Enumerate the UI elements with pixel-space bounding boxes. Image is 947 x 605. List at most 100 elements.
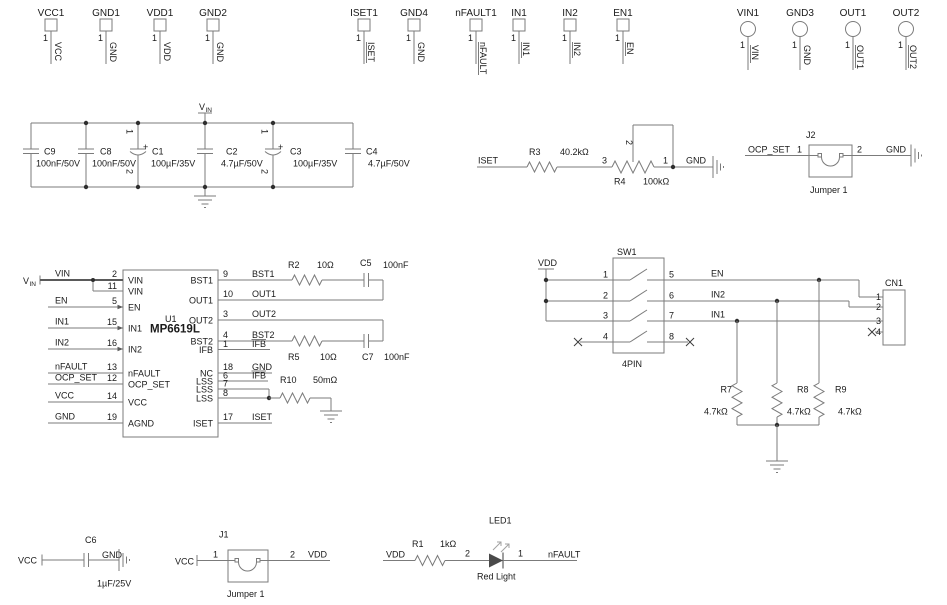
jumper-j2: J2 OCP_SET 1 2 GND Jumper 1 (745, 130, 922, 195)
switch-pole-2 (613, 289, 664, 302)
net-label: VDD (386, 550, 406, 560)
ref-label: GND1 (92, 8, 120, 19)
pin-number: 17 (223, 412, 233, 422)
cap-value: 1µF/25V (97, 579, 131, 589)
res-value: 4.7kΩ (838, 407, 862, 417)
ic-pin-name: ISET (193, 419, 214, 429)
led-desc: Red Light (477, 572, 516, 582)
switch-ref: SW1 (617, 247, 637, 257)
polarity-plus: + (278, 142, 283, 152)
net-label: OCP_SET (748, 145, 791, 155)
net-label: IN1 (711, 310, 725, 320)
pin-number: 5 (112, 296, 117, 306)
switch-pole-3 (613, 309, 664, 322)
pin-number: 2 (624, 140, 634, 145)
vin-flag-sub: IN (206, 107, 213, 114)
net-label: VCC (18, 556, 38, 566)
res-value: 1kΩ (440, 539, 457, 549)
pin-number: 2 (876, 302, 881, 312)
pin-number: 2 (465, 549, 470, 559)
net-label: EN (55, 296, 68, 306)
terminal-in2: IN2 1 IN2 (562, 8, 582, 64)
cap-ref: C8 (100, 147, 112, 157)
terminal-gnd1: GND1 1 GND (92, 8, 120, 64)
pin-number: 7 (223, 379, 228, 389)
junction-dot (543, 277, 549, 283)
jumper-ref: J2 (806, 130, 816, 140)
switch-type: 4PIN (622, 359, 642, 369)
pin-number: 1 (615, 33, 620, 43)
terminal-pad (44, 18, 58, 32)
res-ref: R4 (614, 177, 626, 187)
cap-ref: C6 (85, 535, 97, 545)
pin-number: 13 (107, 362, 117, 372)
junction-dot (202, 120, 208, 126)
terminal-pad (898, 21, 914, 37)
terminal-pad (512, 18, 526, 32)
pin-number: 2 (857, 145, 862, 155)
cap-value: 100nF/50V (92, 159, 136, 169)
cap-ref: C5 (360, 258, 372, 268)
connector-ref: CN1 (885, 278, 903, 288)
net-label: IN1 (521, 42, 531, 56)
ref-label: GND4 (400, 8, 428, 19)
switch-body (612, 257, 665, 354)
terminal-gnd2: GND2 1 GND (199, 8, 227, 64)
terminal-out1: OUT1 1 OUT1 (840, 8, 867, 70)
cap-value: 100nF (384, 352, 410, 362)
jumper-pin-pad (817, 153, 822, 158)
polarity-plus: + (143, 142, 148, 152)
net-label-vdd: VDD (538, 258, 558, 268)
res-value: 4.7kΩ (787, 407, 811, 417)
pin-number: 1 (797, 145, 802, 155)
cap-ref: C7 (362, 352, 374, 362)
net-label: nFAULT (548, 550, 581, 560)
input-cap-bank: V IN C9 100nF/50V C8 100nF/50V 1 2 + C1 … (23, 102, 410, 208)
led-arrow-head (497, 541, 502, 546)
pin-arrow (117, 346, 123, 352)
res-ref: R10 (280, 375, 297, 385)
pin-number: 5 (669, 270, 674, 280)
net-label: VIN (55, 269, 70, 279)
terminal-vin1: VIN1 1 VIN (737, 8, 760, 70)
pin-number: 1 (562, 33, 567, 43)
vin-flag-label: V (199, 102, 205, 112)
cap-plate-curved (129, 151, 147, 156)
switch-blade (629, 289, 648, 302)
resistor-r1 (414, 554, 446, 567)
jumper-desc: Jumper 1 (810, 185, 848, 195)
net-label: GND (252, 362, 273, 372)
no-connect-x (685, 337, 695, 347)
ref-label: IN2 (562, 8, 578, 19)
no-connect-x (573, 337, 583, 347)
res-value: 10Ω (317, 260, 334, 270)
pin-number: 6 (669, 291, 674, 301)
ic-pin-name: IN2 (128, 345, 142, 355)
res-ref: R3 (529, 147, 541, 157)
cap-pin: 1 (260, 129, 270, 134)
c6-circuit: VCC C6 1µF/25V GND (18, 535, 131, 589)
jumper-pin-pad (234, 558, 239, 563)
net-label: VCC (55, 391, 75, 401)
pin-number: 7 (669, 311, 674, 321)
led-circuit: VDD R1 1kΩ 2 1 nFAULT LED1 Red Light (383, 516, 581, 582)
ref-label: OUT1 (840, 8, 867, 19)
pin-number: 1 (98, 33, 103, 43)
net-label: OUT2 (252, 309, 276, 319)
net-label: IN2 (572, 42, 582, 56)
net-label: GND (102, 550, 123, 560)
ref-label: IN1 (511, 8, 527, 19)
junction-dot (543, 298, 549, 304)
net-label: ISET (252, 412, 273, 422)
jumper-body (808, 144, 853, 178)
resistor-r8 (770, 382, 784, 418)
net-label: BST1 (252, 269, 275, 279)
vin-flag-label: V (23, 276, 29, 286)
net-label: GND (416, 42, 426, 63)
jumper-pin-pad (256, 558, 261, 563)
ic-pin-name: AGND (128, 419, 155, 429)
pin-number: 10 (223, 289, 233, 299)
res-ref: R5 (288, 352, 300, 362)
pin-number: 1 (213, 550, 218, 560)
